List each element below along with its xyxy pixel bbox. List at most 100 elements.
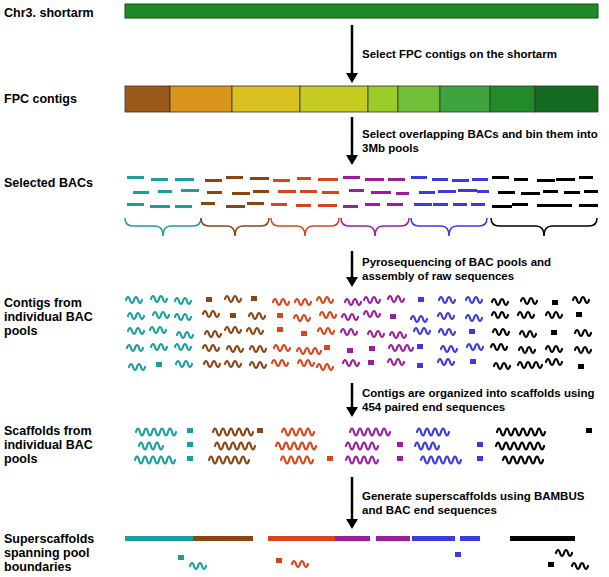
sequence-squiggle (295, 299, 311, 305)
bac-clone (438, 190, 456, 193)
sequence-squiggle (276, 443, 316, 450)
short-contig (324, 345, 330, 350)
sequence-squiggle (225, 327, 241, 333)
bac-clone (419, 191, 435, 194)
bac-clone (371, 191, 391, 194)
sequence-squiggle (282, 429, 314, 436)
bac-clone (278, 190, 296, 193)
pipeline-row: Scaffolds from individual BAC pools (0, 418, 609, 474)
bac-clone (472, 178, 488, 181)
bac-clone (388, 178, 405, 181)
step-label: Contigs are organized into scaffolds usi… (360, 386, 607, 414)
sequence-squiggle (249, 313, 265, 319)
bac-clone (181, 189, 199, 192)
short-contig (397, 456, 403, 461)
step-label: Pyrosequencing of BAC pools and assembly… (360, 255, 607, 283)
step-arrow (346, 251, 358, 287)
sequence-squiggle (247, 328, 263, 334)
chromosome-bar (125, 4, 598, 18)
sequence-squiggle (151, 344, 167, 350)
short-contig (477, 456, 483, 461)
bac-clone (271, 203, 287, 206)
bac-clone (556, 204, 572, 207)
sequence-squiggle (546, 312, 562, 318)
step-label: Select FPC contigs on the shortarm (360, 47, 607, 61)
short-contig (470, 359, 476, 364)
sequence-squiggle (346, 457, 378, 464)
sequence-squiggle (438, 313, 454, 319)
sequence-squiggle (573, 297, 589, 303)
sequence-squiggle (274, 345, 290, 351)
short-contig (576, 312, 582, 317)
sequence-squiggle (441, 346, 457, 352)
short-contig (276, 558, 282, 563)
step-label: Generate superscaffolds using BAMBUS and… (360, 489, 607, 517)
sequence-squiggle (126, 297, 142, 303)
bac-clone (247, 202, 264, 205)
sequence-squiggle (177, 332, 193, 338)
bac-clone (512, 203, 528, 206)
bac-clone (411, 176, 427, 179)
step-arrow (346, 383, 358, 417)
short-contig (277, 327, 283, 332)
short-contig (187, 442, 193, 447)
bac-clone (514, 178, 528, 181)
sequence-squiggle (389, 345, 413, 351)
sequence-squiggle (415, 443, 439, 450)
sequence-squiggle (204, 361, 220, 367)
bac-clone (226, 205, 245, 208)
bac-clone (300, 190, 317, 193)
bac-clone (579, 176, 593, 179)
sequence-squiggle (519, 347, 535, 353)
sequence-squiggle (215, 443, 255, 450)
sequence-squiggle (411, 316, 427, 322)
bac-clone (253, 190, 269, 193)
sequence-squiggle (575, 330, 591, 336)
short-contig (251, 296, 257, 301)
bac-clone (579, 204, 598, 207)
short-contig (156, 362, 162, 367)
bac-clone (537, 179, 555, 182)
sequence-squiggle (292, 561, 308, 567)
bac-clone (318, 178, 338, 181)
short-contig (347, 348, 353, 353)
sequence-squiggle (127, 345, 143, 351)
sequence-squiggle (150, 327, 166, 333)
bac-clone (232, 192, 250, 195)
sequence-squiggle (209, 457, 249, 464)
short-contig (187, 428, 193, 433)
sequence-squiggle (496, 443, 544, 450)
bac-clone (365, 203, 380, 206)
pipeline-row: Contigs from individual BAC pools (0, 288, 609, 380)
sequence-squiggle (136, 429, 176, 436)
bac-clone (201, 202, 215, 205)
sequence-squiggle (129, 364, 145, 370)
bac-clone (521, 192, 540, 195)
row-label: Superscaffolds spanning pool boundaries (4, 532, 120, 574)
bac-clone (349, 189, 364, 192)
pipeline-row: FPC contigs (0, 84, 609, 114)
bac-clone (414, 203, 432, 206)
short-contig (178, 555, 184, 560)
sequence-squiggle (546, 359, 562, 365)
sequence-squiggle (493, 329, 509, 335)
bac-clone (133, 191, 149, 194)
bac-clone (150, 205, 170, 208)
bac-clone (322, 191, 339, 194)
row-label: FPC contigs (4, 92, 120, 106)
bac-clone (318, 204, 337, 207)
bac-clone (432, 178, 448, 181)
short-contig (230, 313, 236, 318)
row-label: Scaffolds from individual BAC pools (4, 424, 120, 466)
bac-clone (396, 192, 409, 195)
sequence-squiggle (364, 297, 380, 303)
step-arrow (346, 117, 358, 165)
sequence-squiggle (520, 331, 536, 337)
sequence-squiggle (176, 361, 192, 367)
short-contig (327, 456, 333, 461)
sequence-squiggle (281, 457, 313, 464)
sequence-squiggle (298, 360, 314, 366)
sequence-squiggle (294, 315, 310, 321)
sequence-squiggle (438, 359, 454, 365)
sequence-squiggle (494, 363, 510, 369)
